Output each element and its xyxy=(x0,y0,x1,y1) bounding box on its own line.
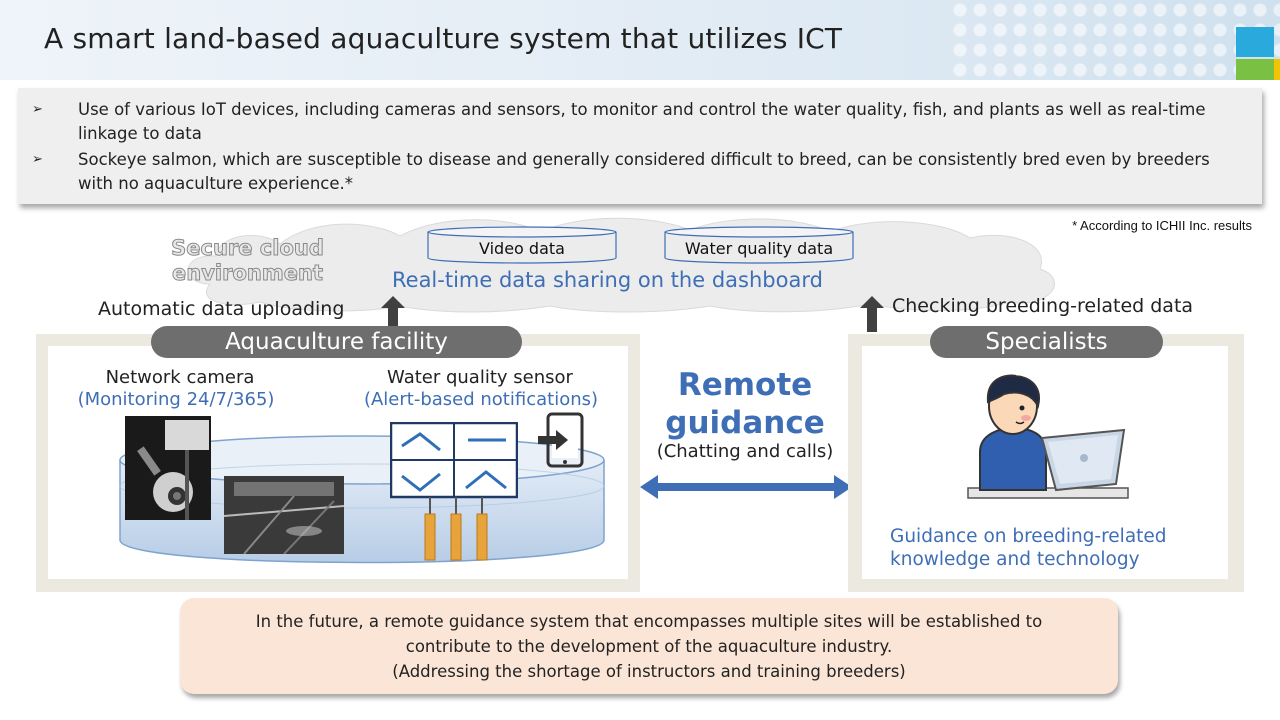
water-quality-data-label: Water quality data xyxy=(684,239,834,258)
sensor-sub-label: (Alert-based notifications) xyxy=(363,389,599,410)
title-band xyxy=(0,0,1280,80)
underwater-footage-photo xyxy=(224,476,344,554)
future-line: (Addressing the shortage of instructors … xyxy=(392,662,906,681)
cloud-label-line1: Secure cloud xyxy=(171,236,325,261)
bullet-arrow-icon: ➢ xyxy=(32,152,43,167)
checking-arrow-icon xyxy=(860,296,884,332)
accent-square-green xyxy=(1236,59,1274,80)
future-outlook-box: In the future, a remote guidance system … xyxy=(180,598,1118,694)
camera-label: Network camera xyxy=(105,367,255,388)
remote-guidance-heading: Remote guidance xyxy=(640,366,850,442)
guidance-line1: Guidance on breeding-related xyxy=(890,526,1167,547)
dashboard-caption: Real-time data sharing on the dashboard xyxy=(392,268,823,292)
specialist-guidance-text: Guidance on breeding-related knowledge a… xyxy=(890,525,1167,571)
accent-square-yellow xyxy=(1274,59,1280,80)
water-quality-sensor-illustration xyxy=(390,422,518,561)
upload-label: Automatic data uploading xyxy=(98,298,345,320)
remote-guidance-line1: Remote xyxy=(677,367,813,403)
bullet-text: Sockeye salmon, which are susceptible to… xyxy=(78,150,1210,193)
accent-square-blue xyxy=(1236,27,1274,57)
summary-box: ➢ Use of various IoT devices, including … xyxy=(18,88,1262,204)
camera-sub-label: (Monitoring 24/7/365) xyxy=(77,389,275,410)
guidance-line2: knowledge and technology xyxy=(890,549,1140,570)
upload-arrow-icon xyxy=(381,296,405,332)
bullet-arrow-icon: ➢ xyxy=(32,102,43,117)
future-line: contribute to the development of the aqu… xyxy=(405,637,893,656)
checking-data-label: Checking breeding-related data xyxy=(892,295,1194,317)
secure-cloud-label: Secure cloud environment xyxy=(165,236,330,286)
remote-guidance-subtitle: (Chatting and calls) xyxy=(656,441,834,462)
facility-title: Aquaculture facility xyxy=(151,326,522,358)
video-data-label: Video data xyxy=(479,239,565,258)
video-data-database-icon: Video data xyxy=(427,226,617,264)
cloud-label-line2: environment xyxy=(172,261,324,286)
specialists-title: Specialists xyxy=(930,326,1163,358)
specialist-at-laptop-illustration xyxy=(967,374,1129,499)
footnote: * According to ICHII Inc. results xyxy=(1072,218,1252,233)
bidirectional-arrow-icon xyxy=(640,475,852,499)
network-camera-photo xyxy=(125,416,211,520)
future-line: In the future, a remote guidance system … xyxy=(255,612,1043,631)
bullet-text: Use of various IoT devices, including ca… xyxy=(78,100,1206,143)
page-title: A smart land-based aquaculture system th… xyxy=(44,22,843,55)
smartphone-notification-icon xyxy=(538,412,584,468)
water-quality-database-icon: Water quality data xyxy=(664,226,854,264)
remote-guidance-line2: guidance xyxy=(665,405,825,441)
sensor-label: Water quality sensor xyxy=(387,367,573,388)
